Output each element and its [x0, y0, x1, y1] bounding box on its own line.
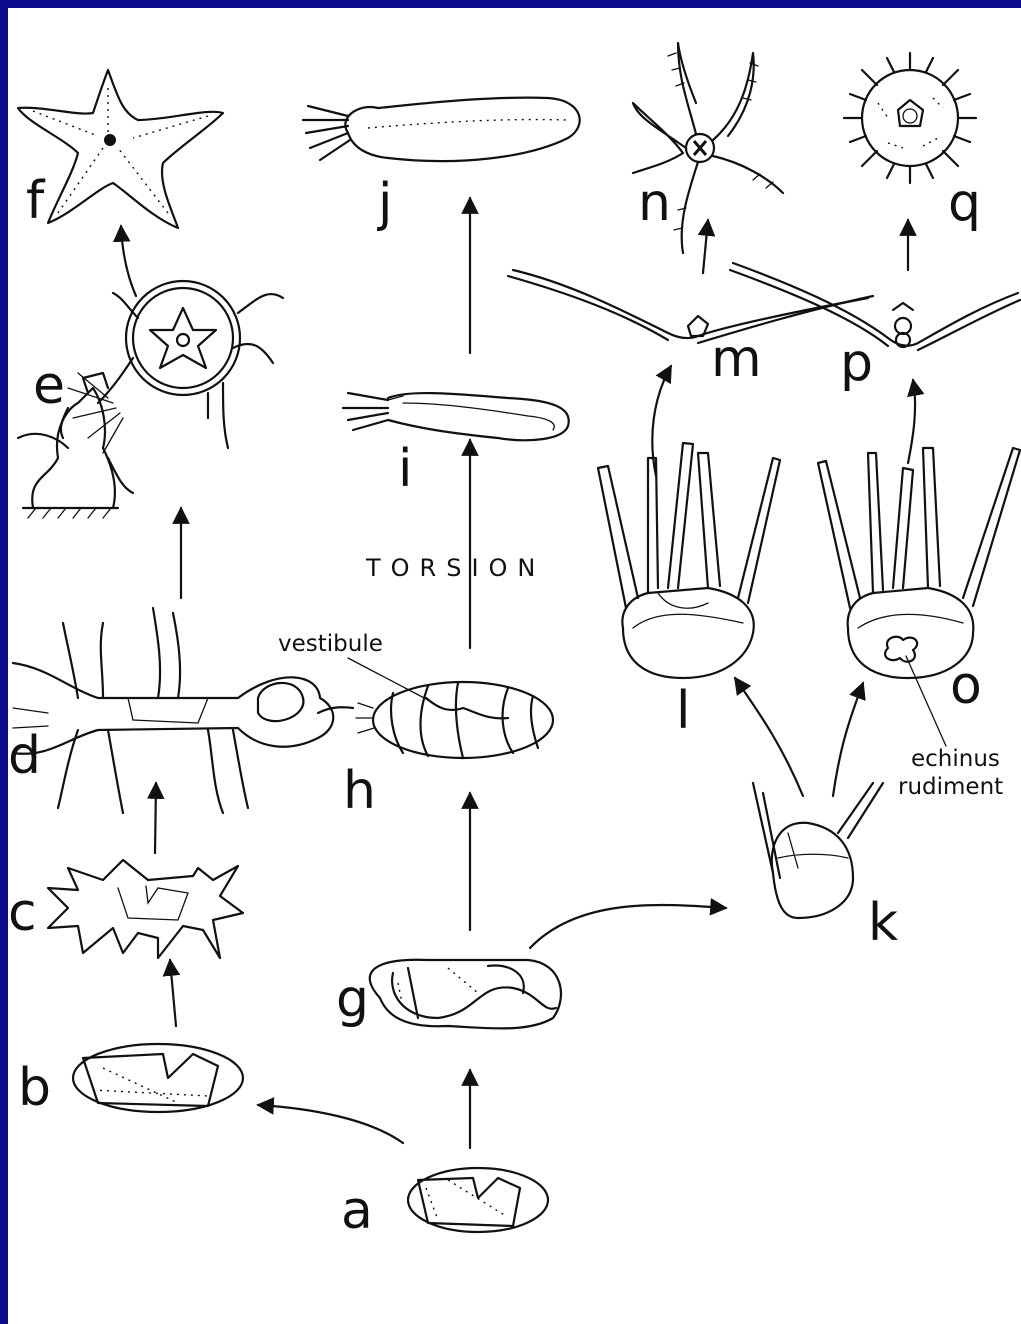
label-l: l — [676, 681, 690, 741]
stage-l-ophiopluteus — [598, 443, 780, 678]
label-p: p — [840, 333, 873, 393]
stage-b-larva — [73, 1044, 243, 1112]
stage-f-sea-star — [18, 70, 223, 228]
label-a: a — [341, 1181, 373, 1241]
vestibule-pointer — [348, 658, 428, 700]
stage-i-pentactula — [343, 393, 569, 440]
label-j: j — [377, 173, 392, 233]
arrow-k-to-o — [833, 683, 863, 796]
arrow-b-to-c — [170, 960, 176, 1026]
arrow-g-to-k — [530, 905, 726, 948]
label-d: d — [8, 726, 41, 786]
figure-panel: a b c d e f g h i j k l m n o p q TORSIO… — [8, 8, 1021, 1324]
echinus-pointer — [906, 656, 946, 746]
label-g: g — [336, 969, 369, 1029]
rudiment-label: rudiment — [898, 774, 1003, 800]
label-h: h — [343, 761, 376, 821]
label-k: k — [868, 893, 898, 953]
stage-j-sea-cucumber — [303, 98, 580, 161]
arrow-k-to-l — [735, 678, 803, 796]
stage-p-pluteus — [730, 263, 1020, 350]
label-i: i — [398, 439, 412, 499]
torsion-label: TORSION — [365, 554, 545, 582]
label-f: f — [26, 171, 46, 231]
arrow-o-to-p — [908, 380, 915, 463]
stage-o-echinopluteus — [818, 448, 1020, 678]
larval-development-diagram: a b c d e f g h i j k l m n o p q TORSIO… — [8, 8, 1021, 1324]
stage-g-larva — [370, 960, 561, 1029]
label-b: b — [18, 1058, 51, 1118]
echinus-label: echinus — [911, 746, 1000, 772]
label-c: c — [8, 883, 37, 943]
stage-q-sea-urchin — [844, 53, 976, 183]
stage-a-larva — [408, 1168, 548, 1232]
arrow-c-to-d — [155, 783, 156, 853]
stage-h-doliolaria — [356, 682, 553, 758]
arrow-a-to-b — [258, 1105, 403, 1143]
label-e: e — [33, 356, 65, 416]
label-q: q — [948, 173, 981, 233]
label-m: m — [711, 329, 762, 389]
label-o: o — [950, 656, 982, 716]
vestibule-label: vestibule — [278, 631, 383, 657]
arrow-e-to-f — [121, 226, 136, 296]
label-n: n — [638, 173, 671, 233]
arrow-m-to-n — [703, 220, 708, 273]
stage-c-bipinnaria — [48, 860, 243, 958]
stage-k-pluteus — [753, 783, 883, 918]
